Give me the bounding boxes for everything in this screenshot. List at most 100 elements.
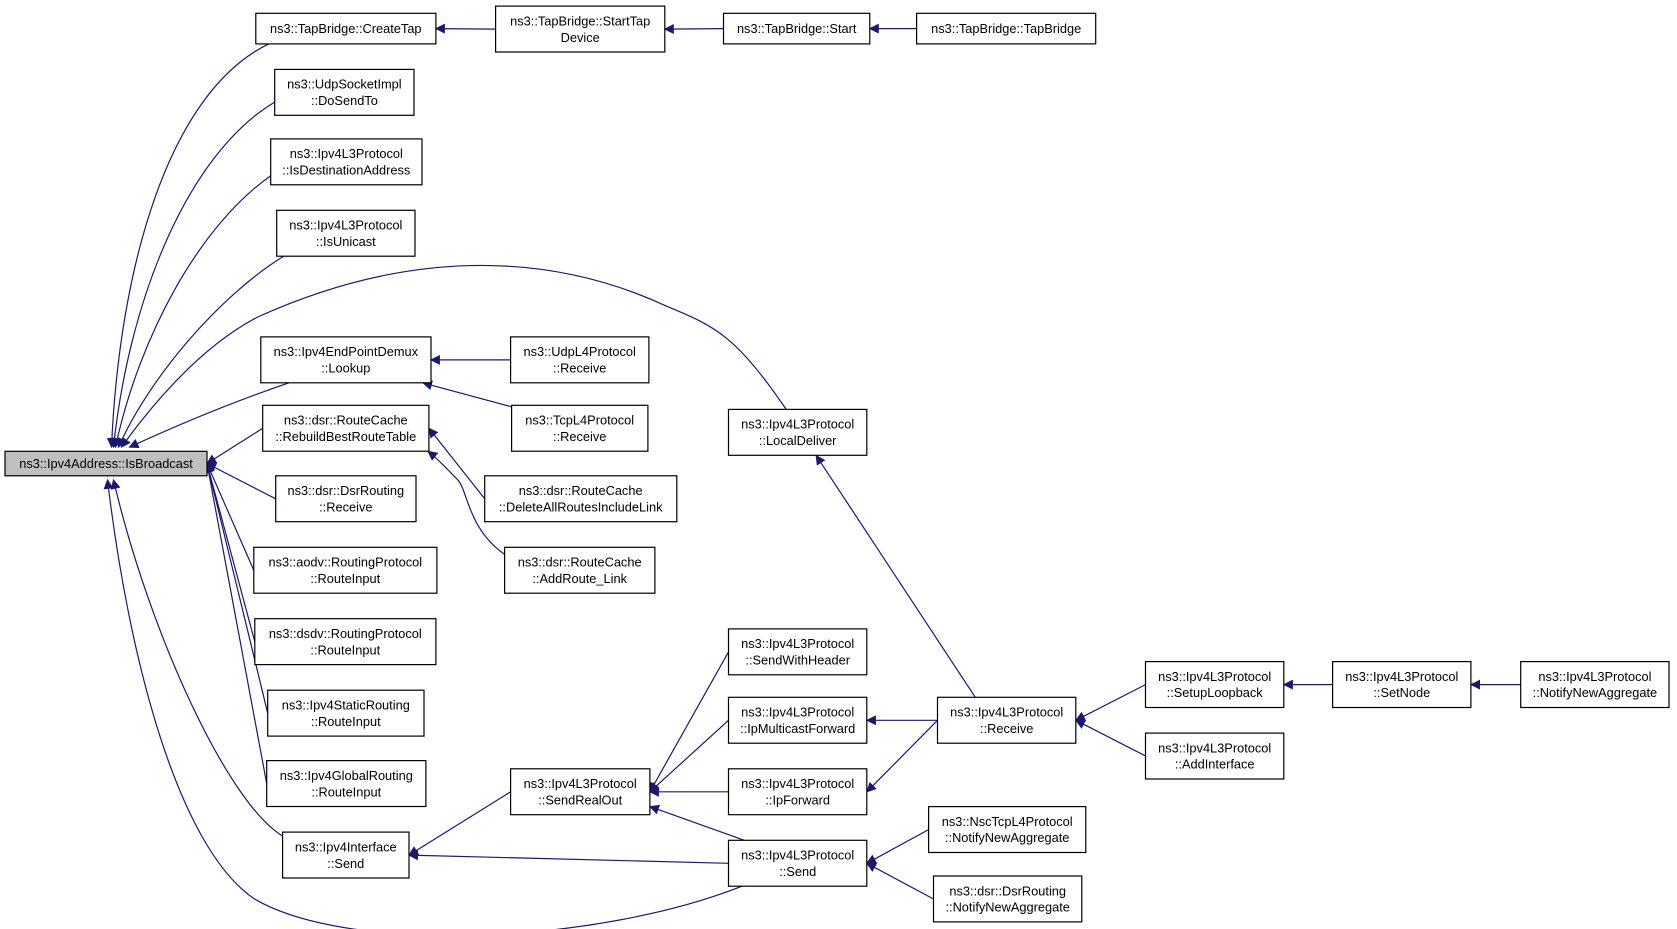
edge-udp_dosendto-to-is_broadcast bbox=[109, 101, 276, 449]
node-label-line: ::LocalDeliver bbox=[759, 433, 837, 448]
node-dsr_notify[interactable]: ns3::dsr::DsrRouting::NotifyNewAggregate bbox=[932, 875, 1083, 923]
node-ipv4l3_addinterface[interactable]: ns3::Ipv4L3Protocol::AddInterface bbox=[1144, 732, 1285, 780]
node-static_routeinput[interactable]: ns3::Ipv4StaticRouting::RouteInput bbox=[267, 689, 425, 737]
node-label-line: ns3::dsr::DsrRouting bbox=[287, 483, 404, 498]
node-ipv4l3_send[interactable]: ns3::Ipv4L3Protocol::Send bbox=[727, 839, 868, 887]
node-box bbox=[504, 546, 656, 594]
node-label-line: ::AddRoute_Link bbox=[532, 571, 627, 586]
node-label-line: ::IsDestinationAddress bbox=[282, 163, 410, 178]
node-routecache_rebuild[interactable]: ns3::dsr::RouteCache::RebuildBestRouteTa… bbox=[262, 404, 430, 452]
edge-iface_send-to-is_broadcast bbox=[110, 478, 285, 838]
node-label-line: ns3::Ipv4StaticRouting bbox=[282, 698, 410, 713]
edge-ipv4l3_addinterface-to-ipv4l3_receive bbox=[1075, 719, 1146, 757]
node-box bbox=[484, 475, 678, 523]
node-box bbox=[915, 12, 1097, 45]
node-label-line: ns3::Ipv4L3Protocol bbox=[950, 705, 1063, 720]
edge-ipv4l3_isunicast-to-is_broadcast bbox=[117, 255, 284, 449]
node-is_broadcast[interactable]: ns3::Ipv4Address::IsBroadcast bbox=[4, 450, 208, 477]
edge-layer bbox=[103, 23, 1521, 929]
node-box bbox=[255, 12, 437, 45]
node-box bbox=[511, 404, 649, 452]
node-label-line: ns3::UdpSocketImpl bbox=[287, 77, 402, 92]
node-box bbox=[727, 408, 868, 456]
node-label-line: ns3::Ipv4Interface bbox=[295, 839, 397, 854]
node-aodv_routeinput[interactable]: ns3::aodv::RoutingProtocol::RouteInput bbox=[253, 546, 438, 594]
node-label-line: ::SetupLoopback bbox=[1167, 685, 1264, 700]
node-label-line: ns3::dsr::RouteCache bbox=[284, 413, 408, 428]
node-label-line: ::IpForward bbox=[765, 792, 830, 807]
node-udpl4_receive[interactable]: ns3::UdpL4Protocol::Receive bbox=[510, 336, 650, 384]
edge-ipv4l3_send-to-iface_send bbox=[408, 850, 729, 864]
node-box bbox=[270, 138, 423, 186]
node-label-line: ns3::NscTcpL4Protocol bbox=[942, 814, 1073, 829]
node-label-line: ns3::TapBridge::Start bbox=[737, 21, 857, 36]
node-label-line: ns3::aodv::RoutingProtocol bbox=[268, 555, 422, 570]
node-box bbox=[1331, 660, 1472, 709]
node-ipv4l3_setnode[interactable]: ns3::Ipv4L3Protocol::SetNode bbox=[1331, 660, 1472, 709]
node-box bbox=[927, 805, 1087, 854]
edge-ipv4l3_setuploopback-to-ipv4l3_receive bbox=[1075, 684, 1146, 721]
node-box bbox=[727, 696, 868, 744]
node-box bbox=[275, 475, 417, 523]
node-dsdv_routeinput[interactable]: ns3::dsdv::RoutingProtocol::RouteInput bbox=[254, 618, 437, 666]
node-box bbox=[282, 831, 410, 879]
node-ipv4l3_setuploopback[interactable]: ns3::Ipv4L3Protocol::SetupLoopback bbox=[1144, 660, 1285, 709]
node-label-line: ::IpMulticastForward bbox=[740, 721, 855, 736]
node-box bbox=[510, 336, 650, 384]
node-ipv4l3_ipmcforward[interactable]: ns3::Ipv4L3Protocol::IpMulticastForward bbox=[727, 696, 868, 744]
node-label-line: ::Lookup bbox=[321, 361, 370, 376]
node-label-line: ::RebuildBestRouteTable bbox=[275, 429, 416, 444]
edge-ipv4l3_send-to-ipv4l3_sendrealout bbox=[648, 804, 745, 841]
node-iface_send[interactable]: ns3::Ipv4Interface::Send bbox=[282, 831, 410, 879]
edge-aodv_routeinput-to-is_broadcast bbox=[206, 462, 255, 571]
node-tap_bridge[interactable]: ns3::TapBridge::TapBridge bbox=[915, 12, 1097, 45]
node-label-line: ns3::TapBridge::TapBridge bbox=[931, 21, 1081, 36]
node-label-line: ::DoSendTo bbox=[311, 93, 378, 108]
node-routecache_delete[interactable]: ns3::dsr::RouteCache::DeleteAllRoutesInc… bbox=[484, 475, 678, 523]
node-label-line: ::RouteInput bbox=[311, 784, 381, 799]
node-ipv4l3_sendwithheader[interactable]: ns3::Ipv4L3Protocol::SendWithHeader bbox=[727, 628, 868, 676]
node-ipv4l3_localdeliver[interactable]: ns3::Ipv4L3Protocol::LocalDeliver bbox=[727, 408, 868, 456]
node-box bbox=[260, 336, 432, 384]
node-routecache_addroute[interactable]: ns3::dsr::RouteCache::AddRoute_Link bbox=[504, 546, 656, 594]
node-label-line: ns3::TapBridge::StartTap bbox=[510, 13, 650, 28]
node-ipv4l3_isunicast[interactable]: ns3::Ipv4L3Protocol::IsUnicast bbox=[276, 209, 416, 257]
node-tap_create[interactable]: ns3::TapBridge::CreateTap bbox=[255, 12, 437, 45]
node-ipv4l3_receive[interactable]: ns3::Ipv4L3Protocol::Receive bbox=[936, 696, 1077, 744]
edge-nsctcp_notify-to-ipv4l3_send bbox=[866, 829, 929, 864]
edge-ipv4l3_ipmcforward-to-ipv4l3_sendrealout bbox=[649, 719, 729, 793]
node-label-line: ::Send bbox=[327, 856, 364, 871]
node-label-line: ::RouteInput bbox=[310, 642, 380, 657]
node-label-line: ::NotifyNewAggregate bbox=[945, 900, 1069, 915]
node-label-line: ::RouteInput bbox=[310, 571, 380, 586]
node-label-line: ns3::Ipv4L3Protocol bbox=[741, 636, 854, 651]
edge-tcpl4_receive-to-epdemux_lookup bbox=[422, 380, 518, 409]
node-udp_dosendto[interactable]: ns3::UdpSocketImpl::DoSendTo bbox=[274, 68, 415, 116]
edge-tap_start_device-to-tap_create bbox=[434, 23, 496, 34]
node-nsctcp_notify[interactable]: ns3::NscTcpL4Protocol::NotifyNewAggregat… bbox=[927, 805, 1087, 854]
node-ipv4l3_isdest[interactable]: ns3::Ipv4L3Protocol::IsDestinationAddres… bbox=[270, 138, 423, 186]
node-label-line: ::AddInterface bbox=[1175, 757, 1255, 772]
node-ipv4l3_sendrealout[interactable]: ns3::Ipv4L3Protocol::SendRealOut bbox=[510, 768, 651, 816]
node-ipv4l3_ipforward[interactable]: ns3::Ipv4L3Protocol::IpForward bbox=[727, 768, 868, 816]
node-ipv4l3_notify[interactable]: ns3::Ipv4L3Protocol::NotifyNewAggregate bbox=[1520, 660, 1670, 709]
node-box bbox=[4, 450, 208, 477]
node-epdemux_lookup[interactable]: ns3::Ipv4EndPointDemux::Lookup bbox=[260, 336, 432, 384]
edge-tap_start-to-tap_start_device bbox=[663, 24, 724, 35]
node-label-line: ::IsUnicast bbox=[316, 234, 376, 249]
node-box bbox=[727, 768, 868, 816]
node-tap_start[interactable]: ns3::TapBridge::Start bbox=[722, 12, 871, 45]
node-box bbox=[274, 68, 415, 116]
edge-routecache_rebuild-to-is_broadcast bbox=[206, 427, 264, 465]
node-label-line: ::RouteInput bbox=[311, 714, 381, 729]
node-global_routeinput[interactable]: ns3::Ipv4GlobalRouting::RouteInput bbox=[266, 759, 427, 808]
edge-global_routeinput-to-is_broadcast bbox=[203, 462, 268, 784]
edge-dsdv_routeinput-to-is_broadcast bbox=[204, 462, 256, 642]
edge-ipv4l3_send-to-is_broadcast bbox=[103, 478, 745, 929]
node-label-line: ::Receive bbox=[553, 361, 606, 376]
node-label-line: ns3::UdpL4Protocol bbox=[523, 344, 635, 359]
node-dsr_receive[interactable]: ns3::dsr::DsrRouting::Receive bbox=[275, 475, 417, 523]
node-box bbox=[1144, 732, 1285, 780]
node-tcpl4_receive[interactable]: ns3::TcpL4Protocol::Receive bbox=[511, 404, 649, 452]
